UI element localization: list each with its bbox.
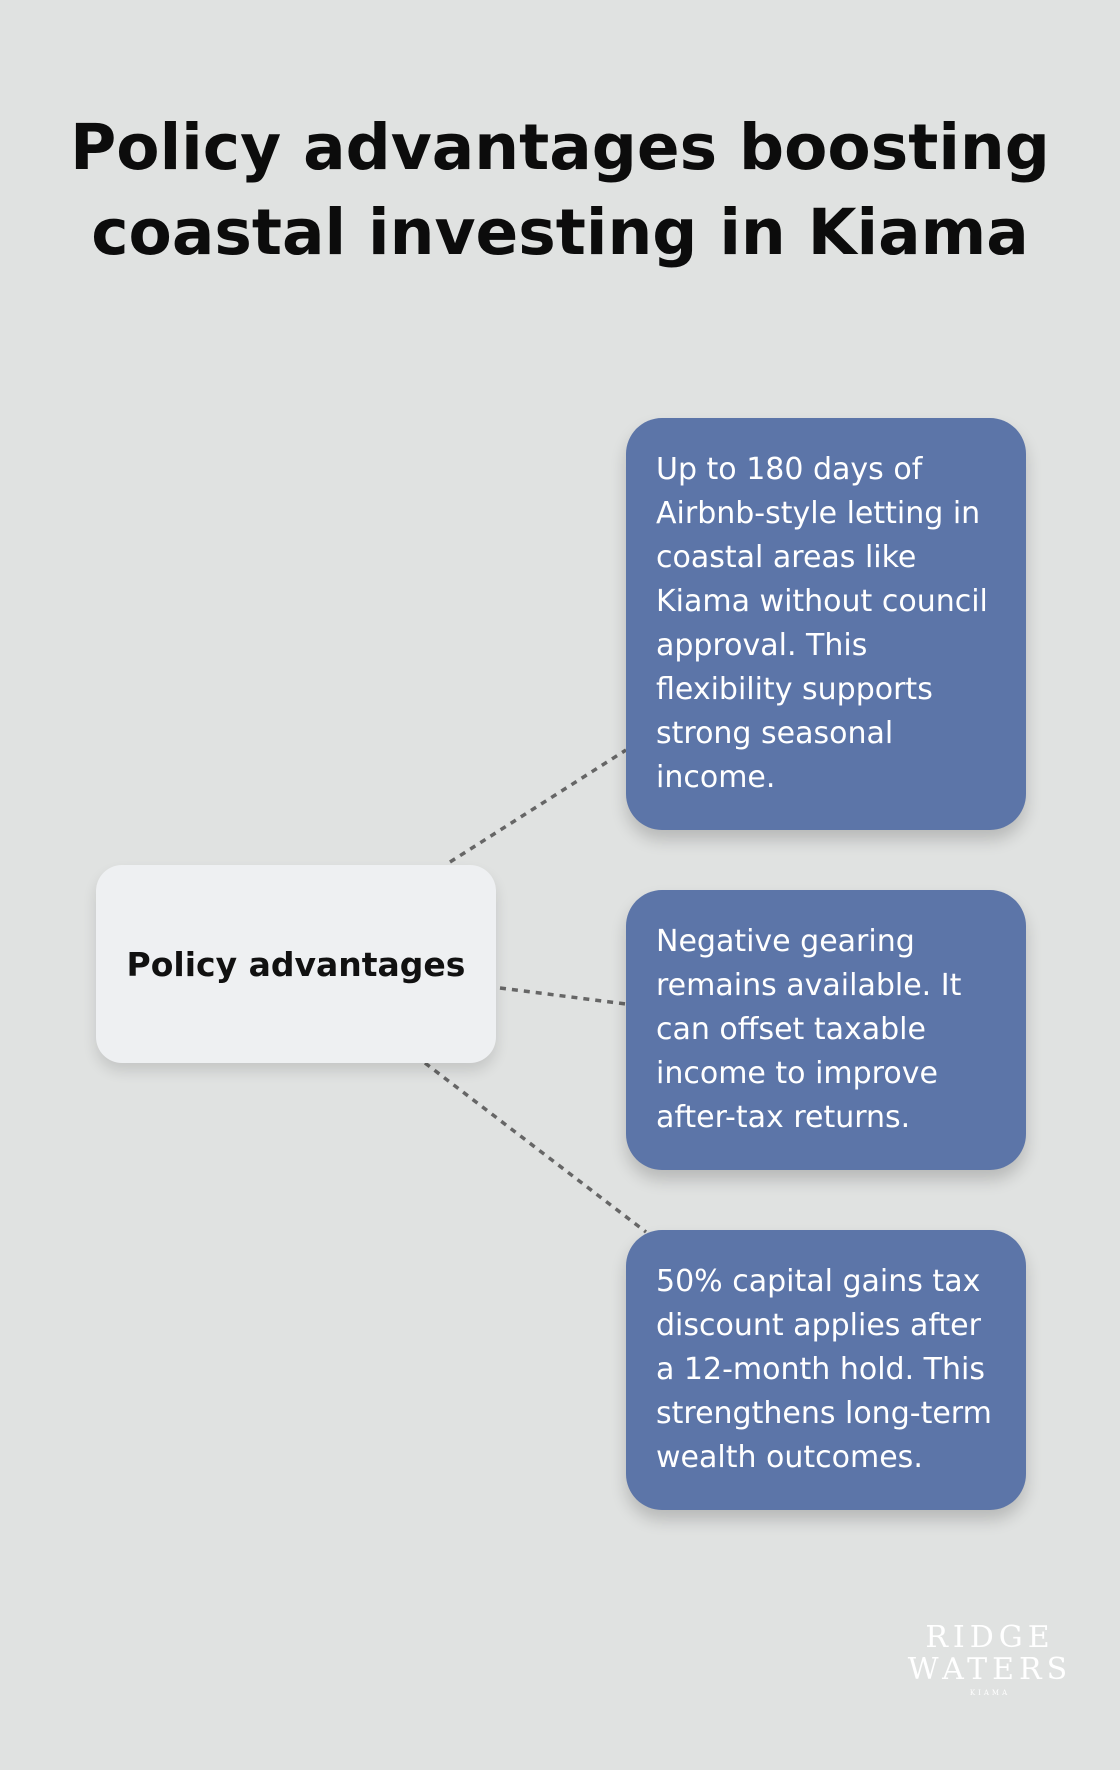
logo-line-2: WATERS [907,1652,1073,1687]
advantage-card: Up to 180 days of Airbnb-style letting i… [626,418,1026,830]
connector-line [449,748,627,864]
logo-line-1: RIDGE [925,1620,1055,1655]
center-node-label: Policy advantages [126,944,466,984]
advantage-text: Negative gearing remains available. It c… [656,924,962,1135]
connector-line [499,986,627,1006]
page-title: Policy advantages boosting coastal inves… [70,111,1050,269]
brand-logo: RIDGE WATERS KIAMA [905,1620,1075,1698]
advantage-card: 50% capital gains tax discount applies a… [626,1230,1026,1510]
logo-subtitle: KIAMA [969,1689,1011,1697]
connector-line [423,1061,648,1234]
center-node: Policy advantages [96,865,496,1063]
advantage-card: Negative gearing remains available. It c… [626,890,1026,1170]
advantage-text: 50% capital gains tax discount applies a… [656,1264,992,1475]
advantage-text: Up to 180 days of Airbnb-style letting i… [656,452,988,795]
